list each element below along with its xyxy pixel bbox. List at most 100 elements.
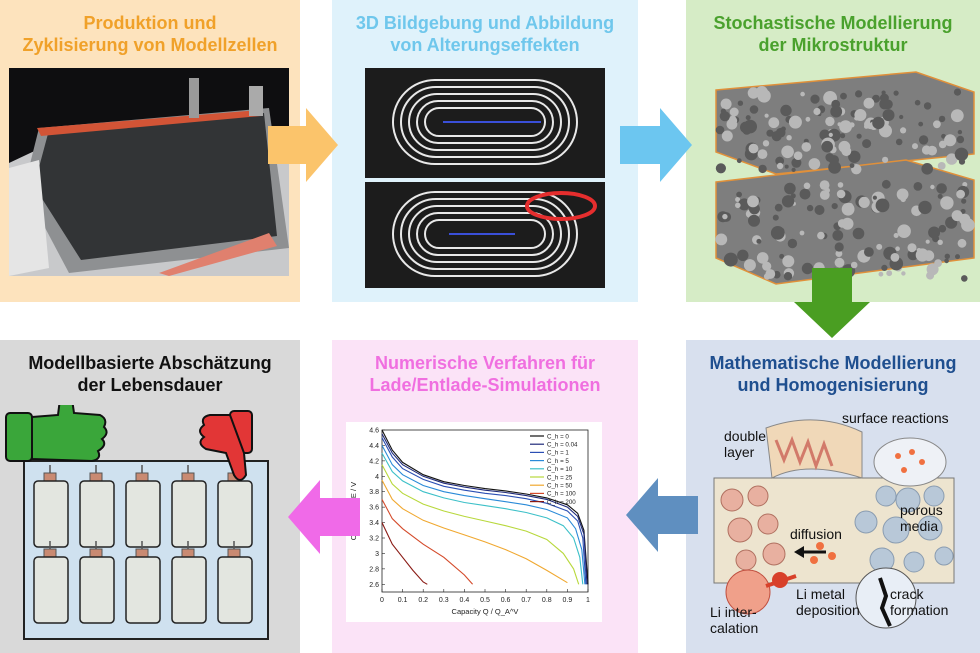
particle — [805, 116, 811, 122]
particle — [862, 139, 872, 149]
panel-title: 3D Bildgebung und Abbildung von Alterung… — [332, 12, 638, 56]
particle — [933, 120, 941, 129]
particle — [740, 121, 752, 134]
particle — [806, 204, 814, 212]
particle — [958, 158, 966, 165]
particle — [840, 133, 846, 139]
legend-label: C_h = 100 — [547, 491, 576, 498]
particle — [729, 115, 737, 124]
particle — [882, 109, 895, 122]
cell-terminal — [89, 472, 103, 482]
label-line: formation — [890, 602, 949, 618]
particle — [899, 114, 904, 120]
particle — [928, 226, 941, 239]
particle — [944, 253, 950, 259]
particle — [803, 182, 811, 190]
x-tick-label: 0 — [380, 597, 384, 604]
particle — [828, 132, 833, 137]
y-tick-label: 3 — [375, 551, 379, 558]
title-line: Numerische Verfahren für — [374, 353, 596, 373]
cell-terminal — [181, 472, 195, 482]
particle — [756, 252, 769, 264]
legend-label: C_h = 200 — [547, 499, 576, 506]
y-tick-label: 3.4 — [369, 520, 379, 527]
particle — [756, 238, 762, 244]
particle — [784, 182, 796, 195]
particle — [953, 88, 962, 96]
label-porous-media: porous media — [900, 502, 943, 534]
label-li-intercalation: Li inter- calation — [710, 604, 758, 636]
particle — [893, 233, 899, 238]
battery-cell — [79, 556, 115, 624]
battery-cell — [33, 480, 69, 548]
x-tick-label: 0.6 — [501, 597, 511, 604]
particle — [762, 140, 770, 147]
panel-title: Mathematische Modellierung und Homogenis… — [686, 352, 980, 396]
title-line: von Alterungseffekten — [390, 35, 580, 55]
x-tick-label: 1 — [586, 597, 590, 604]
particle — [963, 226, 968, 231]
particle — [828, 155, 837, 164]
particle — [736, 158, 742, 164]
x-tick-label: 0.2 — [418, 597, 428, 604]
series-line — [381, 429, 589, 585]
cell-terminal — [43, 548, 57, 558]
particle — [821, 140, 833, 153]
particle — [850, 261, 858, 269]
panel-title: Produktion und Zyklisierung von Modellze… — [0, 12, 300, 56]
label-surface-reactions: surface reactions — [842, 410, 949, 426]
arrow-left-steel-icon — [626, 478, 698, 552]
series-line — [381, 464, 580, 585]
particle — [768, 117, 780, 129]
x-tick-label: 0.4 — [460, 597, 470, 604]
particle — [770, 226, 785, 240]
panel-imaging: 3D Bildgebung und Abbildung von Alterung… — [332, 0, 638, 302]
label-crack-formation: crack formation — [890, 586, 948, 618]
title-line: Produktion und — [83, 13, 217, 33]
particle — [907, 249, 919, 261]
x-tick-label: 0.5 — [480, 597, 490, 604]
particle — [771, 131, 782, 142]
x-tick-label: 0.9 — [563, 597, 573, 604]
particle — [960, 208, 966, 214]
particle — [944, 134, 957, 147]
particle — [743, 259, 756, 272]
particle — [918, 121, 924, 127]
particle — [937, 239, 943, 245]
particle — [854, 109, 867, 121]
particle — [944, 258, 949, 264]
particle — [749, 105, 759, 114]
thumbs-up-icon — [5, 405, 108, 463]
arrow-shape — [288, 480, 360, 554]
particle — [881, 90, 886, 95]
label-line: media — [900, 518, 939, 534]
particle — [837, 219, 847, 228]
particle — [715, 233, 728, 246]
particle — [940, 196, 954, 210]
battery-cell — [217, 556, 253, 624]
x-tick-label: 0.1 — [398, 597, 408, 604]
cell-production-photo — [9, 68, 289, 276]
particle — [961, 218, 975, 232]
series-line — [381, 479, 568, 584]
particle — [937, 193, 943, 199]
label-double-layer: double layer — [724, 428, 766, 460]
particle — [828, 161, 841, 174]
particle — [783, 272, 793, 281]
particle — [780, 126, 786, 132]
panel-title: Stochastische Modellierung der Mikrostru… — [686, 12, 980, 56]
particle — [927, 145, 937, 156]
title-line: der Lebensdauer — [77, 375, 223, 395]
microstructure-blocks — [715, 71, 975, 285]
panel-stochastic: Stochastische Modellierung der Mikrostru… — [686, 0, 980, 302]
particle — [779, 253, 785, 259]
panel-homogenisation: Mathematische Modellierung und Homogenis… — [686, 340, 980, 653]
particle — [836, 189, 846, 199]
particle — [800, 91, 805, 97]
legend-label: C_h = 10 — [547, 466, 573, 473]
y-tick-label: 3.8 — [369, 489, 379, 496]
particle — [788, 115, 802, 129]
particle — [832, 230, 844, 241]
title-line: 3D Bildgebung und Abbildung — [355, 13, 615, 33]
